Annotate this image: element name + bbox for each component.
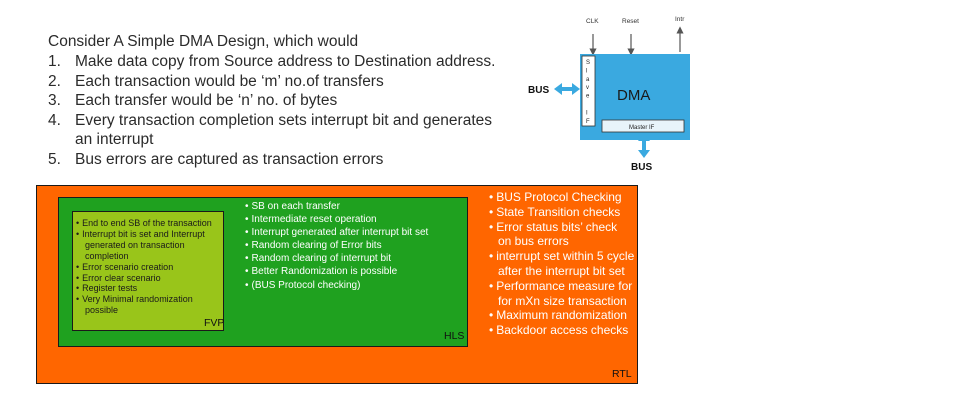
intro-heading: Consider A Simple DMA Design, which woul… [48,33,359,50]
fvp-list: End to end SB of the transactionInterrup… [76,218,224,316]
clk-label: CLK [586,18,599,25]
slave-if-box [581,55,596,127]
hls-item: SB on each transfer [245,200,428,213]
intro-item-number: 5. [48,150,61,168]
hls-item: Random clearing of Error bits [245,239,428,252]
hls-item: Random clearing of interrupt bit [245,252,428,265]
rtl-item: Maximum randomization [489,308,634,323]
intro-item-text: an interrupt [75,131,154,149]
intro-item-text: Bus errors are captured as transaction e… [75,150,384,168]
fvp-item-text: Very Minimal randomization [76,294,193,304]
slave-if-char: l [586,68,587,74]
hls-item-text: Random clearing of interrupt bit [251,253,392,265]
rtl-item-text: State Transition checks [489,205,620,219]
fvp-item-text: Error scenario creation [76,262,173,272]
slave-if-char: I [586,110,588,116]
intro-item-number: 3. [48,92,61,110]
hls-item-text: SB on each transfer [251,201,340,212]
fvp-item-text: Interrupt bit is set and Interrupt [76,229,205,239]
fvp-item: End to end SB of the transaction [76,218,224,229]
fvp-item-text: possible [85,305,119,316]
intro-item: 3. Each transfer would be ‘n’ no. of byte… [48,91,495,111]
intro-item-number: 2. [48,72,61,90]
slave-if-char: e [586,94,590,100]
fvp-item-text: completion [85,250,129,261]
rtl-item-text: Backdoor access checks [489,323,628,337]
intro-item: 2. Each transaction would be ‘m’ no.of tr… [48,72,495,92]
hls-item-text: Interrupt generated after interrupt bit … [251,227,429,239]
rtl-item-text: on bus errors [498,234,569,249]
intro-item-text: Each transfer would be ‘n’ no. of bytes [75,92,338,110]
bus-bottom-label: BUS [631,162,652,173]
slave-if-char: F [586,119,590,125]
fvp-item-text: Register tests [76,283,137,293]
rtl-item-text: for mXn size transaction [498,293,627,308]
fvp-box [72,211,224,331]
slave-if-char: a [586,77,590,83]
rtl-label: RTL [612,368,632,380]
intr-label: Intr [675,16,685,23]
rtl-item: BUS Protocol Checking [489,190,634,205]
fvp-item-text: End to end SB of the transaction [76,218,212,228]
hls-item-text: (BUS Protocol checking) [251,279,361,291]
fvp-item-text: Error clear scenario [76,273,161,283]
hls-item: Interrupt generated after interrupt bit … [245,226,429,239]
fvp-item: Register tests [76,283,224,294]
master-if-label: Master IF [629,125,655,131]
rtl-item: Backdoor access checks [489,323,634,338]
fvp-item: Error clear scenario [76,273,224,284]
rtl-item-text: interrupt set within 5 cycle [489,249,634,263]
bus-left-arrow [554,83,580,95]
intro-item: 5. Bus errors are captured as transaction… [48,150,495,170]
intro-list: 1. Make data copy from Source address to … [48,52,495,170]
bus-left-label: BUS [528,85,549,96]
reset-label: Reset [622,18,639,25]
rtl-item-text: BUS Protocol Checking [489,190,622,204]
hls-item: Better Randomization is possible [245,265,428,278]
dma-title: DMA [617,87,650,104]
rtl-item-text: Error status bits’ check [489,220,617,234]
hls-list: SB on each transferIntermediate reset op… [245,200,429,292]
hls-item-text: Intermediate reset operation [251,214,377,226]
slave-if-char: S [586,60,590,66]
intro-item-number: 4. [48,111,61,129]
master-if-box [601,119,685,133]
hls-label: HLS [444,330,465,342]
intro-item-number: 1. [48,53,61,70]
slave-if-char: v [586,85,589,91]
hls-item-text: Random clearing of Error bits [251,240,382,252]
hls-item: (BUS Protocol checking) [245,279,428,292]
rtl-item: State Transition checks [489,205,634,220]
rtl-list: BUS Protocol CheckingState Transition ch… [489,190,634,338]
hls-item: Intermediate reset operation [245,213,428,226]
fvp-item: Interrupt bit is set and Interruptgenera… [76,229,224,262]
hls-item-text: Better Randomization is possible [251,266,398,278]
rtl-item-text: after the interrupt bit set [498,263,625,278]
intro-item-text: Each transaction would be ‘m’ no.of tran… [75,72,384,90]
rtl-item-text: Maximum randomization [489,308,627,322]
fvp-item-text: generated on transaction [85,239,185,250]
fvp-item: Error scenario creation [76,262,224,273]
intro-item: 1. Make data copy from Source address to … [48,52,495,72]
intro-item-text: Every transaction completion sets interr… [75,111,493,129]
fvp-label: FVP [204,317,225,329]
rtl-item-text: Performance measure for [489,279,632,293]
intro-item: 4. Every transaction completion sets inte… [48,111,495,150]
bus-bottom-arrow [638,133,650,158]
intro-item-text: Make data copy from Source address to De… [75,53,496,70]
